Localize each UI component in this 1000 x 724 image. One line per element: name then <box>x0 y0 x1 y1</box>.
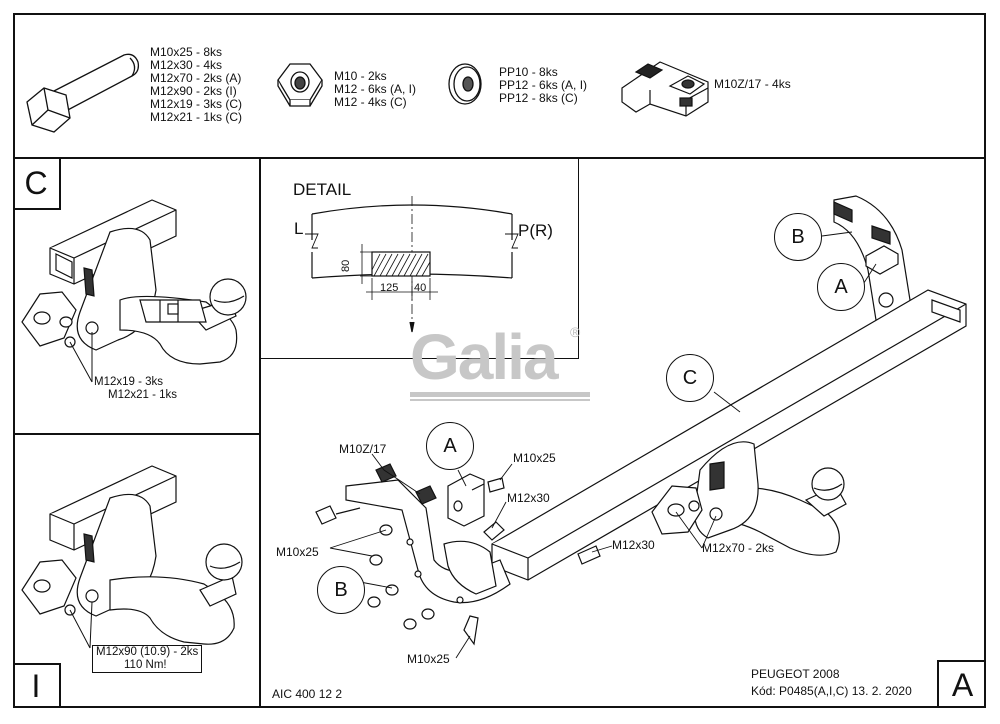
detail-left-label: L <box>294 219 304 238</box>
detail-bottom-border <box>260 358 579 359</box>
clip-nut-icon <box>621 61 709 117</box>
panel-c-note-line: M12x21 - 1ks <box>108 389 178 401</box>
nut-list: M10 - 2ks M12 - 6ks (A, I) M12 - 4ks (C) <box>334 70 416 109</box>
callout-b-plate: B <box>317 566 365 614</box>
detail-right-label: P(R) <box>518 221 553 240</box>
label-m12x30-a: M12x30 <box>507 491 550 505</box>
washer-list: PP10 - 8ks PP12 - 6ks (A, I) PP12 - 8ks … <box>499 66 587 105</box>
bolt-icon <box>26 53 140 133</box>
registered-mark: ® <box>570 324 581 340</box>
label-m12x70: M12x70 - 2ks <box>702 541 775 555</box>
nut-list-item: M10 - 2ks <box>334 69 387 83</box>
panel-c-note-line: M12x19 - 3ks <box>94 376 164 388</box>
bolt-list: M10x25 - 8ks M12x30 - 4ks M12x70 - 2ks (… <box>150 46 242 124</box>
left-column-divider <box>259 157 261 708</box>
panel-i-note-line: 110 Nm! <box>124 659 167 671</box>
galia-logo: Galia <box>410 321 559 393</box>
callout-c-beam: C <box>666 354 714 402</box>
nut-list-item: M12 - 4ks (C) <box>334 95 407 109</box>
clip-label: M10Z/17 - 4ks <box>714 77 791 91</box>
callout-a-bracket: A <box>426 422 474 470</box>
label-clip: M10Z/17 <box>339 442 387 456</box>
detail-width-dimension-b: 40 <box>414 282 427 294</box>
nut-icon <box>277 63 323 107</box>
panel-i-letter: I <box>13 663 61 708</box>
washer-list-item: PP10 - 8ks <box>499 65 558 79</box>
panel-c-letter: C <box>13 158 61 210</box>
panel-c-note: M12x19 - 3ks M12x21 - 1ks <box>94 376 177 402</box>
kod-and-date: Kód: P0485(A,I,C) 13. 2. 2020 <box>751 684 912 698</box>
label-m12x30-b: M12x30 <box>612 538 655 552</box>
bolt-list-item: M12x90 - 2ks (I) <box>150 84 237 98</box>
logo-underline-bar <box>410 399 590 401</box>
label-m10x25-top: M10x25 <box>513 451 556 465</box>
bolt-list-item: M10x25 - 8ks <box>150 45 223 59</box>
bolt-list-item: M12x21 - 1ks (C) <box>150 110 243 124</box>
drawing-frame <box>13 13 986 708</box>
bolt-list-item: M12x19 - 3ks (C) <box>150 97 243 111</box>
label-m10x25-left: M10x25 <box>276 545 319 559</box>
bolt-list-item: M12x70 - 2ks (A) <box>150 71 242 85</box>
panel-a-letter: A <box>937 660 986 708</box>
washer-icon <box>448 63 482 105</box>
panel-i-note: M12x90 (10.9) - 2ks 110 Nm! <box>92 645 203 673</box>
washer-list-item: PP12 - 6ks (A, I) <box>499 78 588 92</box>
panel-i-note-line: M12x90 (10.9) - 2ks <box>96 646 199 658</box>
washer-list-item: PP12 - 8ks (C) <box>499 91 578 105</box>
bolt-list-item: M12x30 - 4ks <box>150 58 223 72</box>
left-panel-divider <box>13 433 260 435</box>
callout-b-top: B <box>774 213 822 261</box>
drawing-code: AIC 400 12 2 <box>272 687 343 701</box>
logo-underline-bar <box>410 392 590 397</box>
label-m10x25-bottom: M10x25 <box>407 652 450 666</box>
header-divider <box>13 157 986 159</box>
detail-right-border <box>578 157 579 359</box>
detail-width-dimension-a: 125 <box>380 282 399 294</box>
vehicle-model: PEUGEOT 2008 <box>751 667 840 681</box>
detail-title: DETAIL <box>293 180 352 199</box>
callout-a-top: A <box>817 263 865 311</box>
nut-list-item: M12 - 6ks (A, I) <box>334 82 417 96</box>
